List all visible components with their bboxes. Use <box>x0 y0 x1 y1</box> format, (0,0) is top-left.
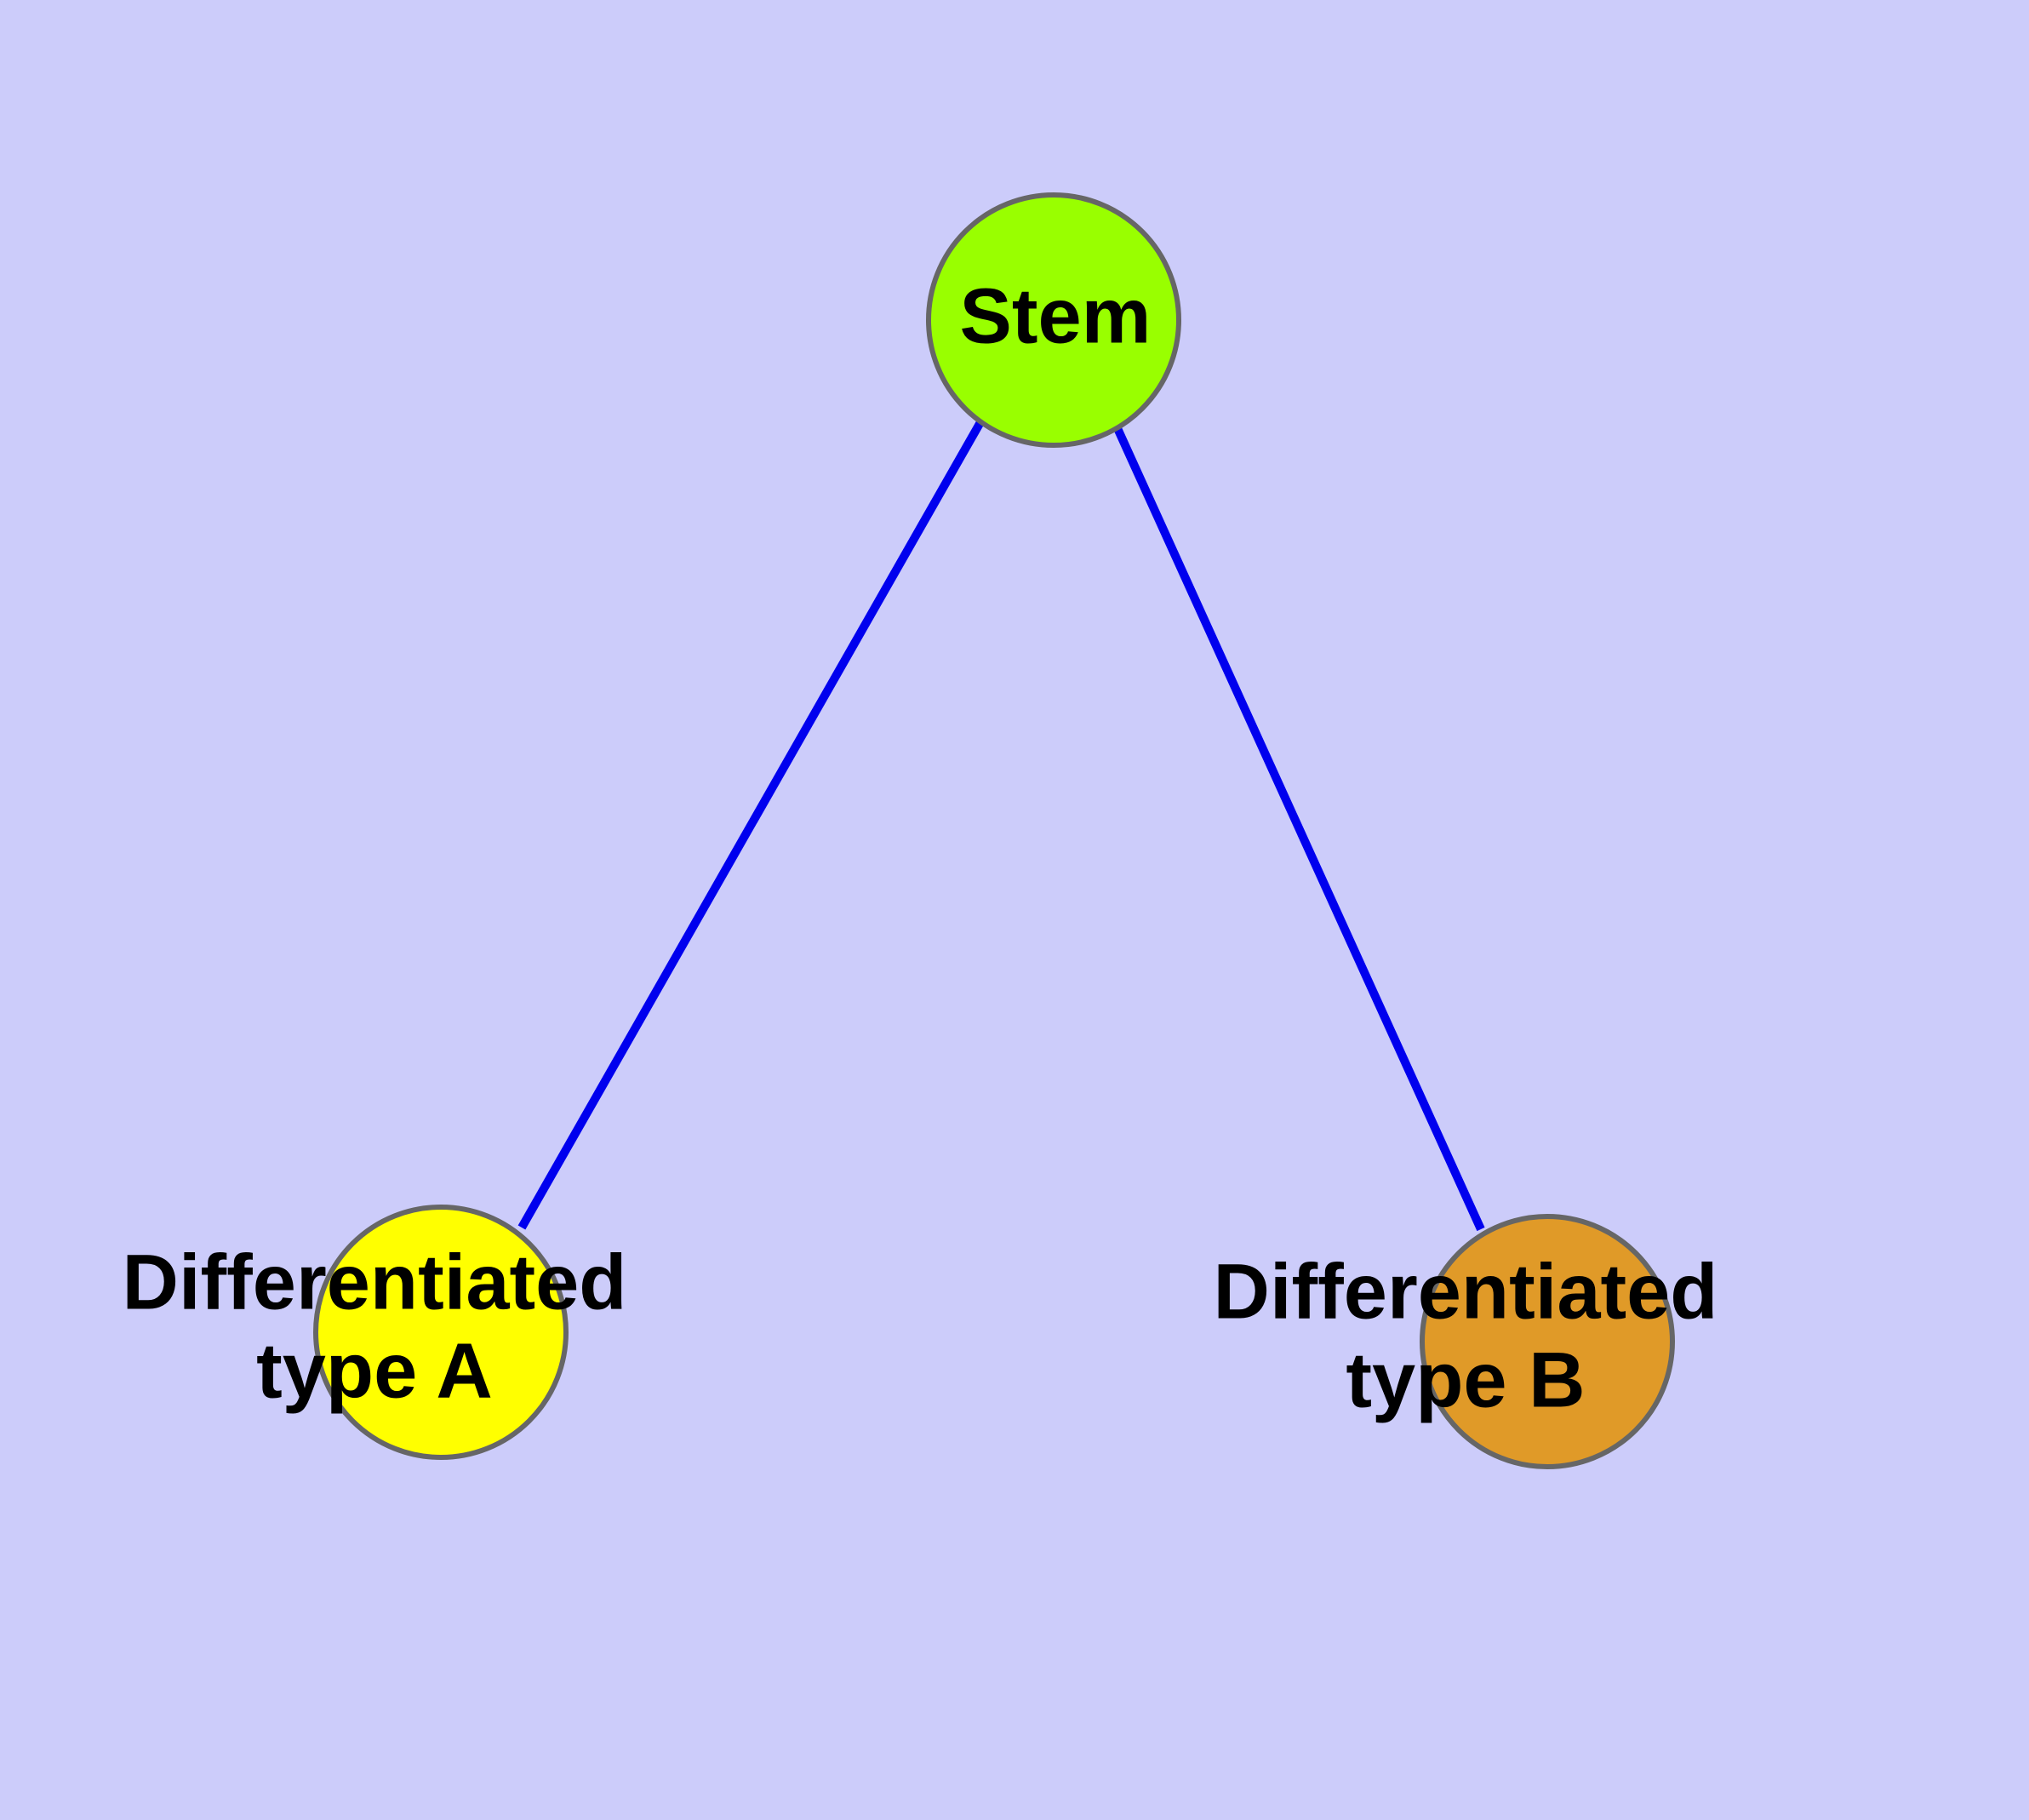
node-stem-circle[interactable] <box>926 192 1181 448</box>
node-diff-a-circle[interactable] <box>313 1205 569 1460</box>
node-diff-b-label-line-0: Differentiated <box>1214 1248 1718 1335</box>
node-stem-label-line-0: Stem <box>960 272 1152 359</box>
edge-layer <box>517 420 1485 1232</box>
edge-stem-to-diff-a[interactable] <box>517 420 985 1230</box>
edge-stem-to-diff-b[interactable] <box>1112 424 1485 1232</box>
node-diff-a-label-line-0: Differentiated <box>123 1239 627 1325</box>
node-diff-b-label-line-1: type B <box>1346 1336 1585 1423</box>
node-diff-b-circle[interactable] <box>1420 1214 1675 1469</box>
node-diff-a-label-line-1: type A <box>256 1327 493 1414</box>
node-stem[interactable]: Stem <box>926 192 1181 448</box>
